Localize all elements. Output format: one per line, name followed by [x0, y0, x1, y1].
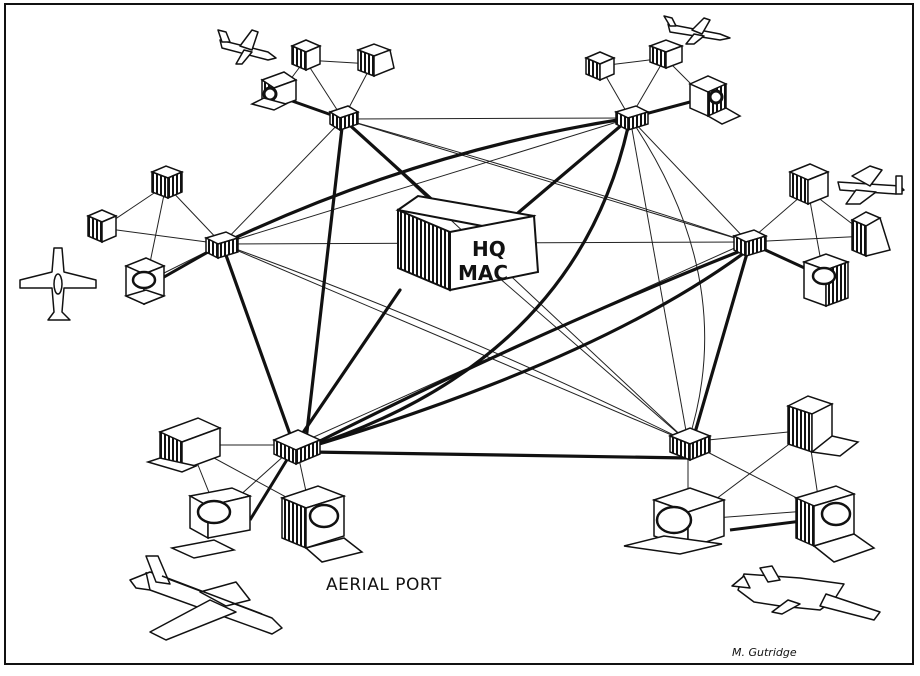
terminal-icon — [279, 485, 364, 563]
terminal-icon — [793, 485, 876, 563]
airplanes — [19, 15, 905, 641]
switch-top-left — [328, 105, 360, 132]
figure-border — [4, 3, 914, 665]
switch-top-right — [613, 105, 651, 132]
switch-right — [731, 229, 769, 258]
terminal-nodes — [123, 71, 876, 563]
computer-rack-icon — [850, 211, 891, 258]
aerial-port-caption: AERIAL PORT — [326, 575, 442, 595]
airplane-icon — [837, 165, 905, 205]
terminal-icon — [169, 487, 253, 559]
airplane-icon — [663, 15, 731, 45]
artist-signature: M. Gutridge — [732, 646, 797, 659]
terminal-icon — [123, 257, 167, 306]
computer-rack-icon — [290, 39, 322, 72]
computer-rack-icon — [149, 165, 185, 200]
terminal-icon — [623, 487, 727, 555]
switch-left — [203, 231, 241, 260]
trunk-links — [220, 116, 750, 460]
cluster-trunks — [149, 94, 823, 532]
terminal-icon — [249, 71, 298, 111]
terminal-icon — [801, 253, 851, 308]
computer-rack-icon — [584, 51, 616, 82]
airplane-icon — [129, 555, 283, 641]
computer-rack-icon — [786, 395, 860, 457]
switch-nodes — [203, 105, 769, 466]
computer-rack-icon — [86, 209, 118, 244]
hq-mac-hub: HQ MAC — [395, 194, 540, 292]
computer-rack-icon — [355, 43, 395, 78]
computer-rack-icon — [788, 163, 830, 206]
airplane-icon — [731, 565, 881, 621]
terminal-icon — [688, 75, 742, 125]
airplane-icon — [19, 247, 97, 321]
computer-rack-icon — [647, 39, 685, 70]
computer-rack-icon — [145, 417, 222, 473]
rack-nodes — [86, 39, 891, 473]
hub-label-line1: HQ — [472, 237, 506, 261]
switch-bottom-left — [272, 429, 322, 466]
airplane-icon — [217, 29, 277, 65]
hub-label-line2: MAC — [458, 261, 508, 285]
switch-bottom-right — [667, 427, 713, 462]
